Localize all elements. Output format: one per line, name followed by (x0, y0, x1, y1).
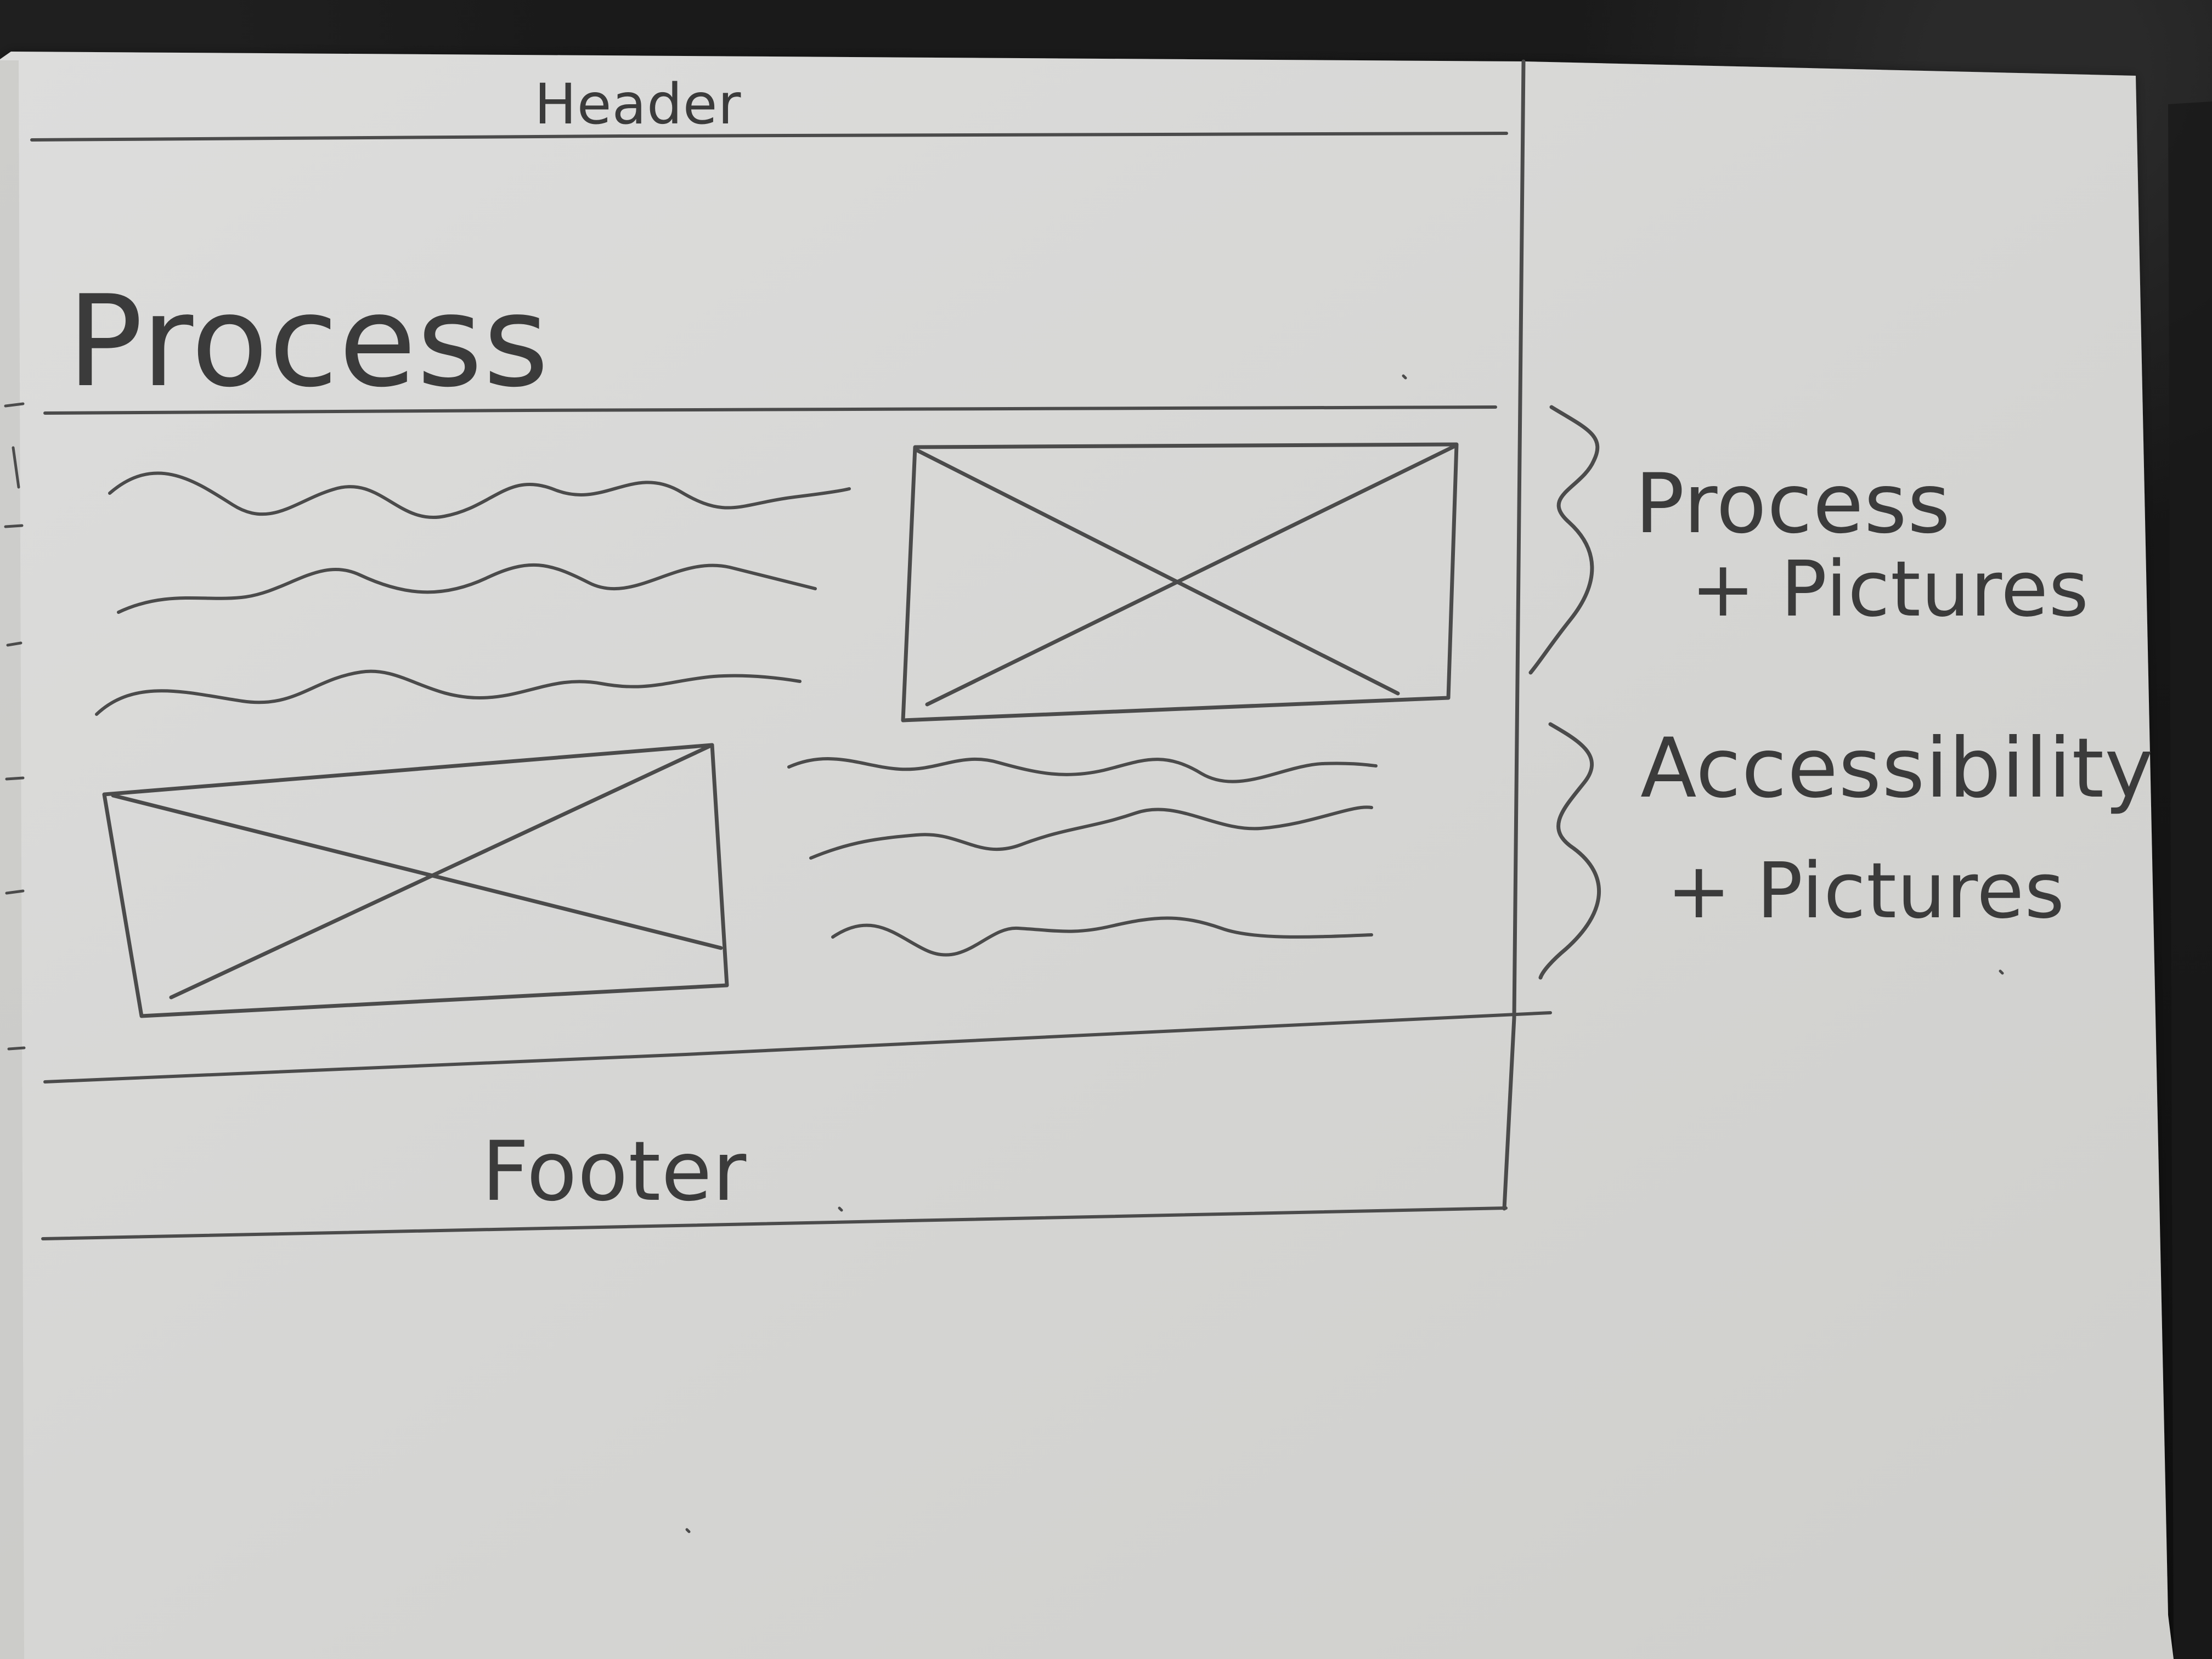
left-margin-mark-2 (12, 446, 20, 489)
left-margin-mark-1 (4, 402, 25, 408)
header-divider (30, 132, 1508, 142)
footer-bottom-divider (41, 1206, 1508, 1240)
process-text-placeholder-lines (95, 471, 851, 716)
paper-sheet (0, 52, 2174, 1659)
process-image-frame (901, 442, 1459, 723)
small-paper-dot-4 (1999, 969, 2004, 975)
small-paper-dot-2 (838, 1206, 843, 1212)
wireframe-outline (30, 59, 1552, 1240)
process-image-placeholder (901, 442, 1459, 723)
left-margin-mark-7 (7, 1046, 26, 1051)
accessibility-text-line-1 (787, 757, 1378, 783)
process-text-line-2 (117, 563, 817, 614)
right-annotations: Process + Pictures Accessibility + Pictu… (1528, 405, 2154, 980)
accessibility-image-frame (102, 743, 729, 1018)
left-page-edge (0, 60, 24, 1659)
accessibility-text-placeholder-lines (787, 757, 1378, 957)
accessibility-text-line-3 (831, 916, 1373, 957)
accessibility-image-diagonal-1 (111, 793, 723, 950)
header-label: Header (534, 72, 741, 137)
process-title-divider (43, 405, 1497, 415)
content-bottom-divider (43, 1011, 1552, 1084)
process-text-line-3 (95, 669, 802, 716)
accessibility-section-brace (1538, 722, 1601, 980)
process-image-diagonal-1 (914, 448, 1400, 696)
left-margin-mark-6 (5, 889, 25, 895)
accessibility-image-diagonal-2 (169, 743, 714, 1000)
accessibility-text-line-2 (809, 805, 1373, 860)
small-paper-dot-3 (685, 1528, 691, 1533)
small-paper-dot-1 (1402, 374, 1407, 380)
left-margin-mark-4 (6, 641, 22, 647)
accessibility-annotation-line-2: + Pictures (1667, 847, 2065, 936)
accessibility-image-placeholder (102, 743, 729, 1018)
left-margin-mark-5 (5, 776, 25, 781)
right-page-edge (2168, 101, 2212, 1659)
process-image-diagonal-2 (925, 444, 1457, 707)
accessibility-annotation-line-1: Accessibility (1640, 721, 2154, 816)
process-annotation-line-1: Process (1635, 456, 1951, 552)
content-frame-right-edge (1502, 59, 1526, 1211)
process-title: Process (67, 269, 550, 415)
paper-group (0, 52, 2212, 1659)
left-margin-mark-3 (4, 524, 24, 528)
paper-marks (4, 374, 2004, 1533)
footer-label: Footer (482, 1124, 747, 1220)
process-annotation-line-2: + Pictures (1691, 545, 2089, 634)
process-section-brace (1528, 405, 1600, 675)
process-text-line-1 (108, 471, 851, 519)
